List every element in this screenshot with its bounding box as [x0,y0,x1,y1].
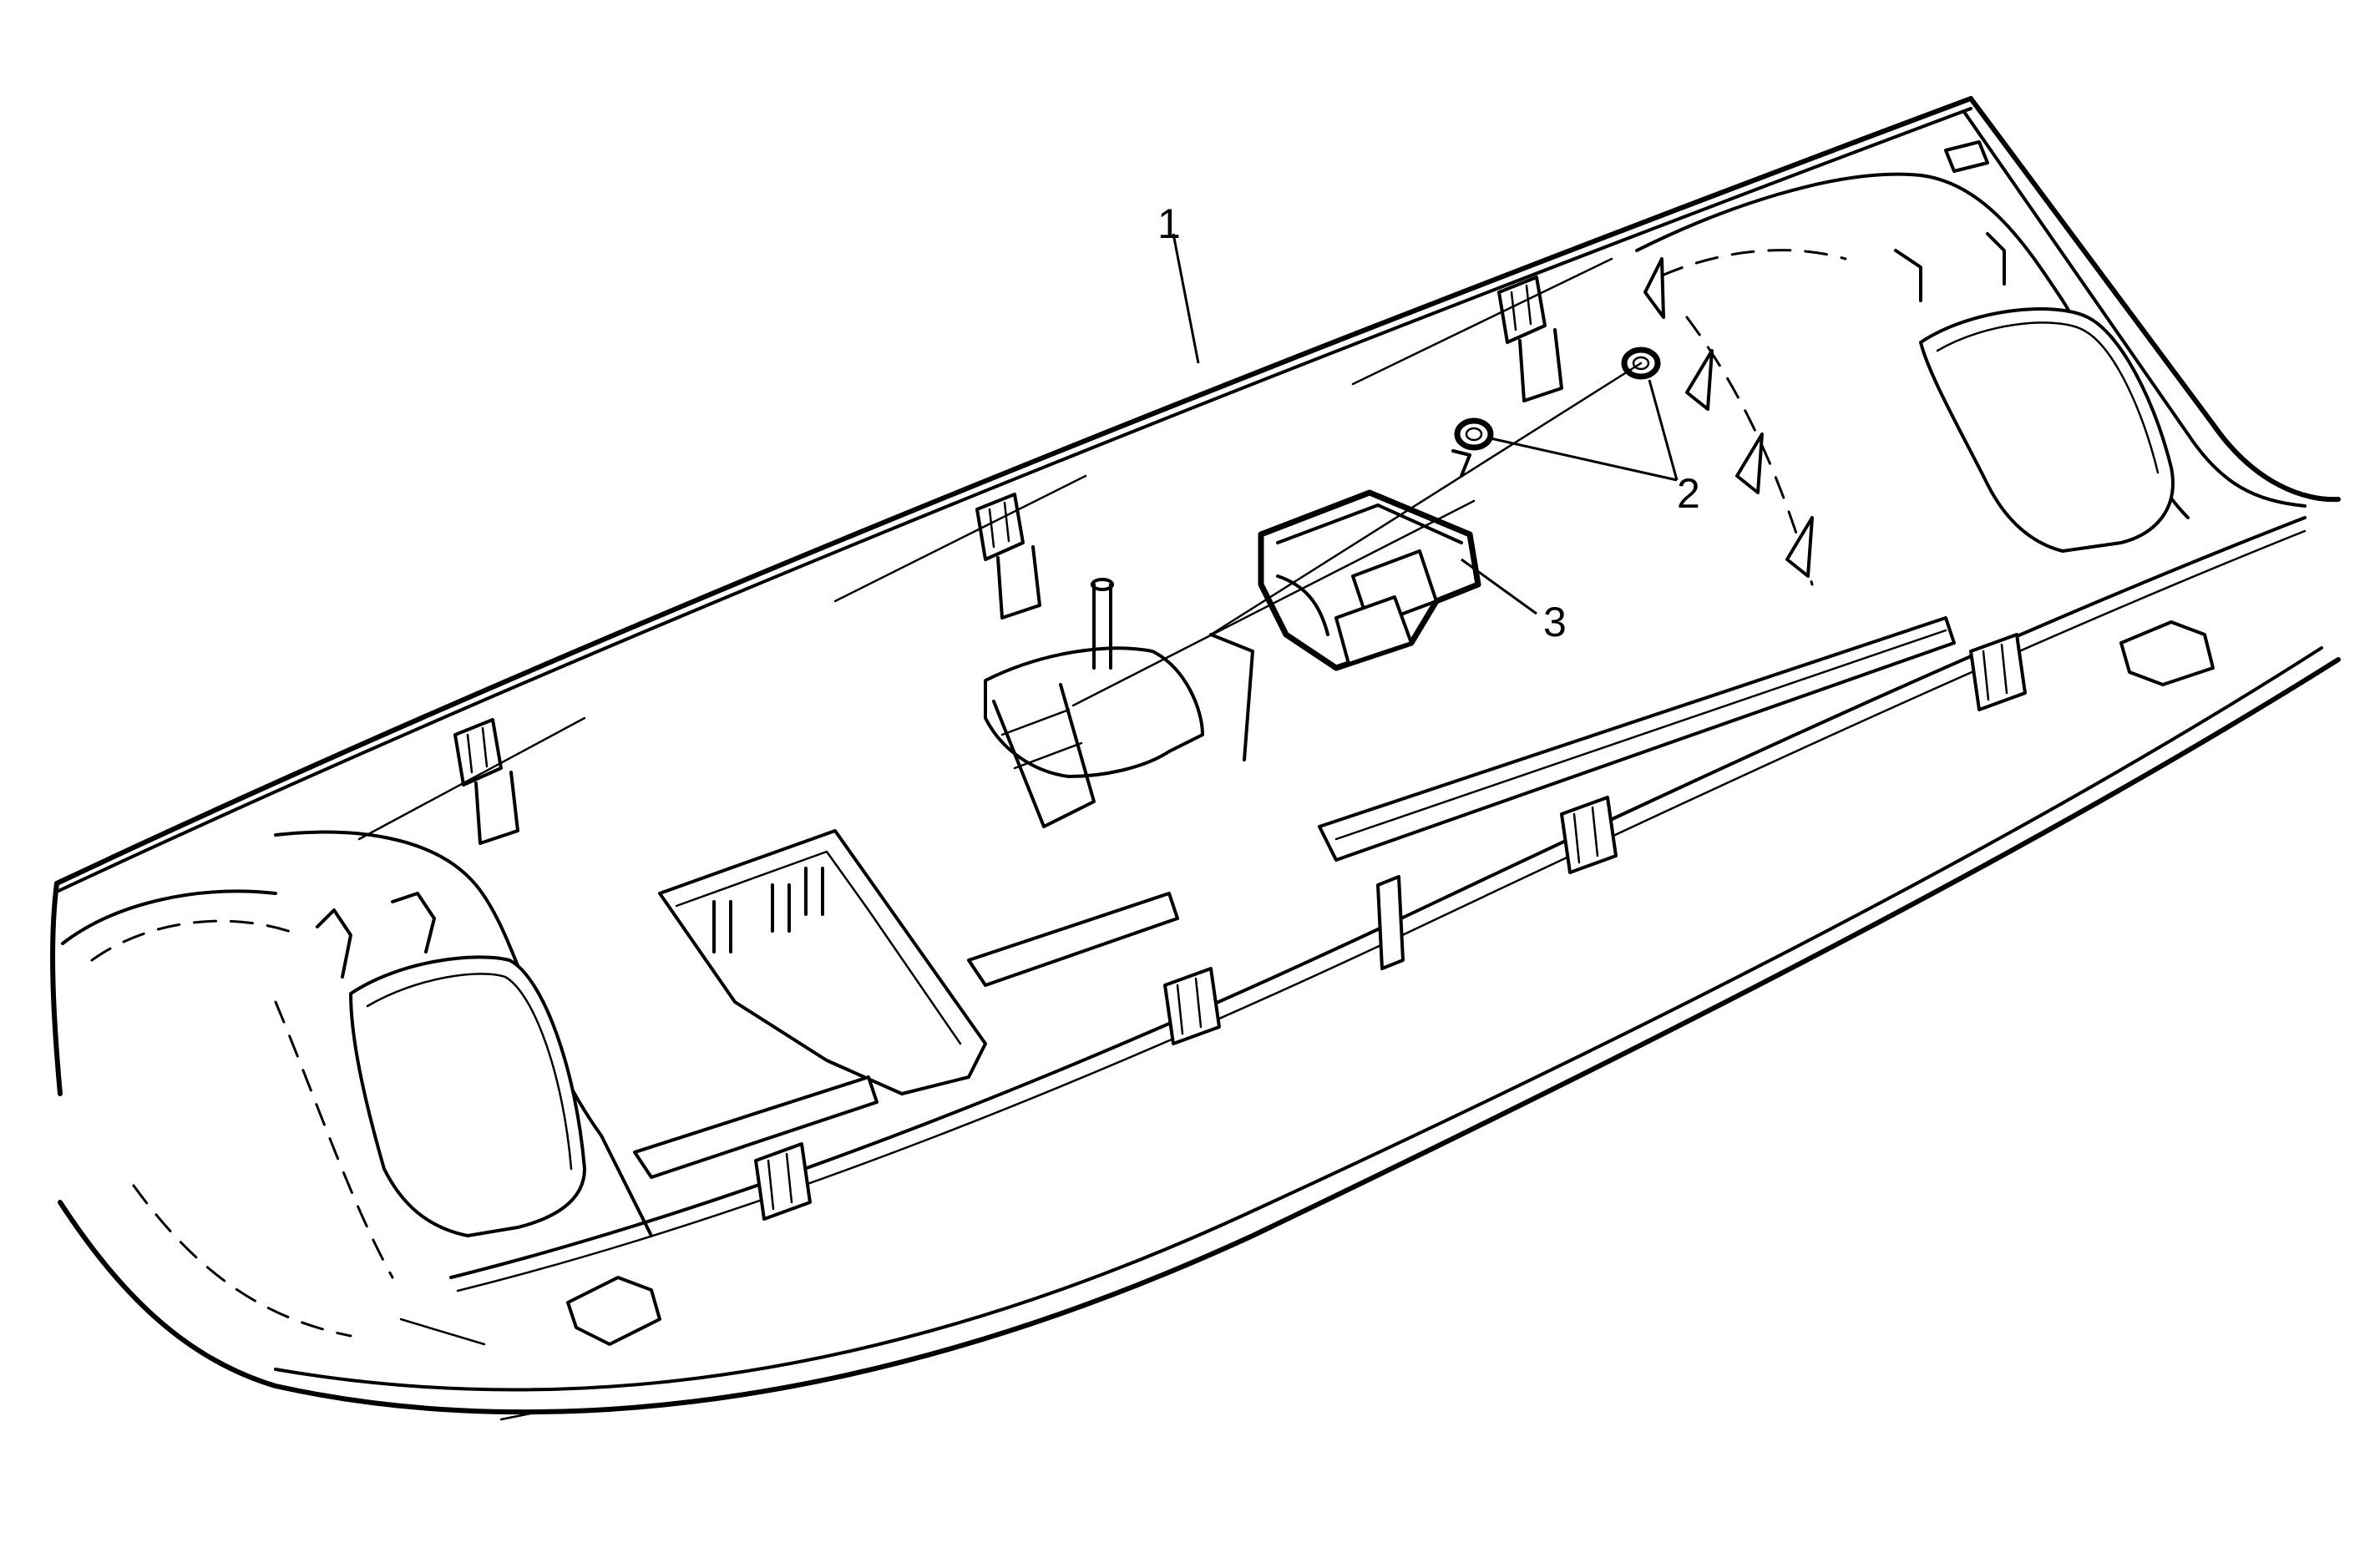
leader-1 [1172,233,1200,364]
bottom-tabs [399,620,2215,1421]
leader-3 [1461,558,1537,615]
upper-clips [357,257,1613,845]
leader-2a [1490,437,1678,482]
clip-lower-4 [1969,633,2027,711]
lower-clips [754,633,2027,1221]
clip-lower-3 [1560,796,1618,874]
trim-panel [50,96,2341,1415]
lower-center-bracket [658,829,987,1095]
callout-leaders [1172,233,1679,615]
callout-3: 3 [1543,599,1567,645]
clip-upper-left [357,716,586,845]
module-assembly [1258,489,1481,671]
fastener-left [1451,417,1494,478]
left-vent-housing [90,830,653,1338]
clip-upper-mid [833,474,1087,620]
fasteners [1451,347,1661,478]
right-vent-housing [1635,140,2190,586]
clip-upper-right [1351,257,1613,402]
panel-ribs [1643,257,1814,578]
rail-channels [633,616,1956,1179]
clip-lower-1 [754,1142,812,1221]
center-bracket [984,578,1254,828]
clip-lower-2 [1163,967,1221,1045]
leader-2b [1648,379,1679,481]
clip-lower-5 [1376,875,1405,970]
callout-2: 2 [1677,470,1700,517]
callout-1: 1 [1157,200,1181,247]
install-lines [1071,362,1643,707]
